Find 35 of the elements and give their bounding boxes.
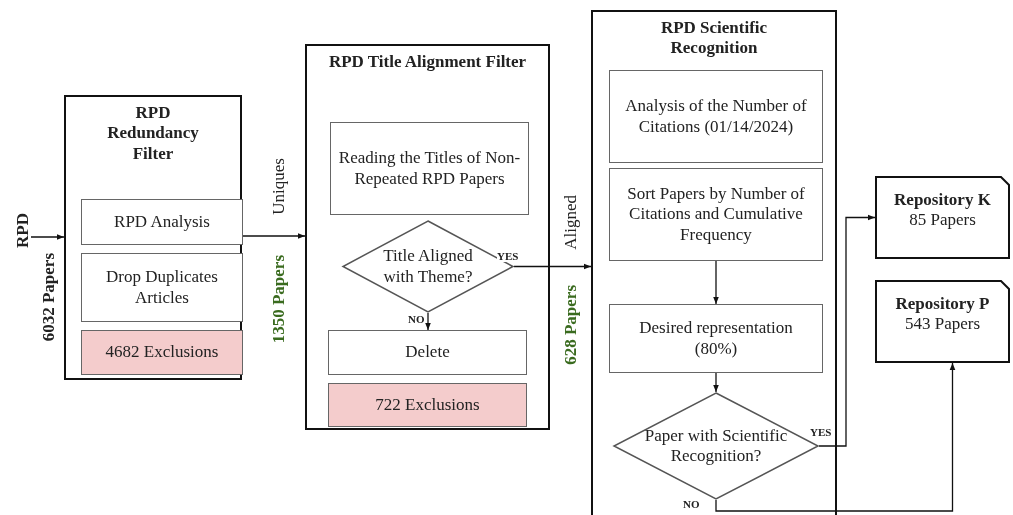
edge-label: Uniques (270, 158, 287, 215)
edge-label: NO (683, 499, 700, 510)
arrow (713, 260, 719, 305)
process-box: Desired representation (80%) (609, 304, 823, 373)
paper-count: 1350 Papers (270, 255, 287, 344)
arrow (715, 362, 956, 512)
flow-label: Aligned (562, 195, 579, 250)
stage-box (305, 44, 550, 430)
paper-count: 628 Papers (562, 285, 579, 365)
process-box: Drop Duplicates Articles (81, 253, 243, 322)
edge-label: YES (810, 427, 832, 438)
stage-box (64, 95, 242, 380)
arrow (818, 214, 876, 447)
process-box: Analysis of the Number of Citations (01/14/2024) (609, 70, 823, 163)
arrow (713, 372, 719, 393)
paper-count: 6032 Papers (40, 253, 57, 342)
edge-label: YES (497, 251, 519, 262)
arrow (241, 233, 306, 239)
arrow (425, 312, 431, 331)
input-label: RPD (14, 213, 31, 248)
exclusion-box: 722 Exclusions (328, 383, 527, 427)
repository-box: Repository K 85 Papers (875, 176, 1010, 259)
stage-title: RPD Scientific Recognition (659, 18, 769, 59)
arrow (30, 234, 65, 240)
arrow (513, 263, 592, 270)
exclusion-box: 4682 Exclusions (81, 330, 243, 375)
repository-box: Repository P 543 Papers (875, 280, 1010, 363)
process-box: Sort Papers by Number of Citations and Cumulative Frequency (609, 168, 823, 261)
edge-label: NO (408, 314, 425, 325)
stage-box (591, 10, 837, 515)
process-box: RPD Analysis (81, 199, 243, 245)
stage-title: RPD Redundancy Filter (106, 103, 200, 165)
stage-title: RPD Title Alignment Filter (327, 52, 528, 73)
process-box: Delete (328, 330, 527, 375)
process-box: Reading the Titles of Non-Repeated RPD Papers (330, 122, 529, 215)
